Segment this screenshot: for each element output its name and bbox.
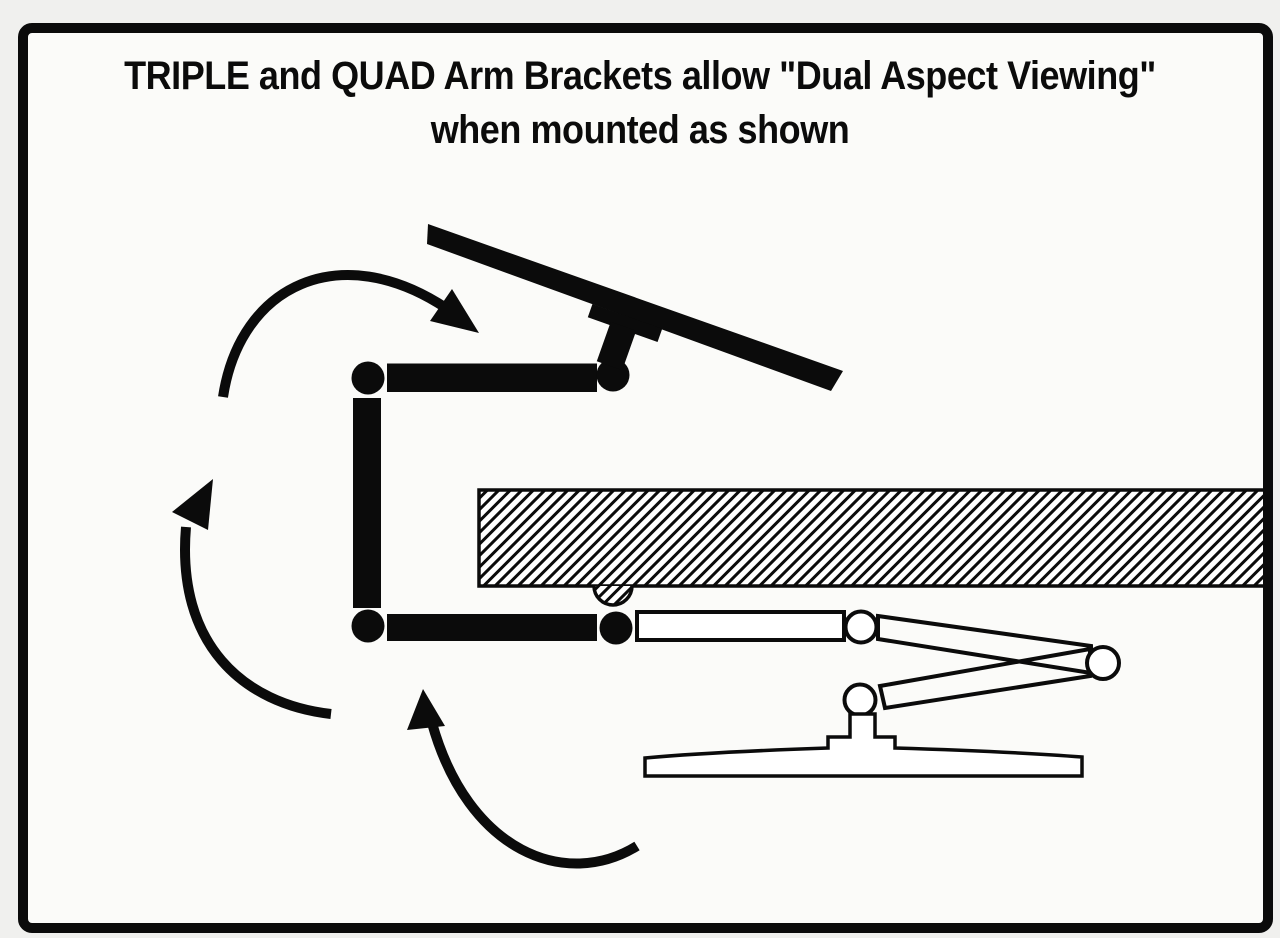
monitor-flat-below-shelf — [643, 712, 1084, 778]
arm-joint-upper-left — [351, 361, 385, 395]
arm-vertical-link — [353, 398, 381, 608]
figure-title-line-1: TRIPLE and QUAD Arm Brackets allow "Dual… — [124, 54, 1156, 98]
folded-arm-joint-1 — [843, 609, 879, 645]
rotation-arrow-bottom — [407, 689, 640, 869]
figure-border-frame — [18, 23, 1273, 933]
rotation-arrow-bottom-arc — [427, 721, 640, 869]
rotation-arrow-top — [218, 270, 479, 398]
rotation-arrow-top-arc — [218, 270, 449, 398]
monitor-mount-plate — [587, 304, 663, 342]
folded-arm-link-1 — [635, 610, 846, 642]
shelf-clamp-mount — [592, 585, 634, 607]
monitor-screen-slab — [427, 224, 843, 391]
arm-upper-link — [387, 363, 597, 392]
rotation-arrow-left — [172, 479, 332, 719]
arm-solid-position — [351, 358, 633, 645]
figure-title-line-2: when mounted as shown — [430, 108, 850, 152]
folded-arm-link-3 — [877, 646, 1092, 711]
figure-title: TRIPLE and QUAD Arm Brackets allow "Dual… — [91, 49, 1189, 157]
monitor-mount-stem — [596, 321, 637, 371]
folded-arm-joint-elbow — [1085, 645, 1121, 681]
rotation-arrows — [172, 270, 640, 869]
arm-lower-link — [387, 614, 597, 641]
figure-panel-background — [25, 30, 1265, 925]
shelf-cross-section — [477, 488, 1269, 588]
rotation-arrow-bottom-arrowhead-icon — [407, 689, 445, 730]
rotation-arrow-left-arrowhead-icon — [172, 479, 213, 530]
arm-joint-lower-left — [351, 609, 385, 643]
monitor-tilted-above-shelf — [427, 224, 843, 391]
rotation-arrow-top-arrowhead-icon — [430, 289, 479, 333]
arm-folded-position — [635, 609, 1121, 778]
rotation-arrow-left-arc — [180, 526, 332, 719]
folded-arm-joint-2 — [842, 682, 878, 718]
arm-joint-lower-mid — [599, 611, 633, 645]
desk-shelf — [477, 488, 1269, 607]
